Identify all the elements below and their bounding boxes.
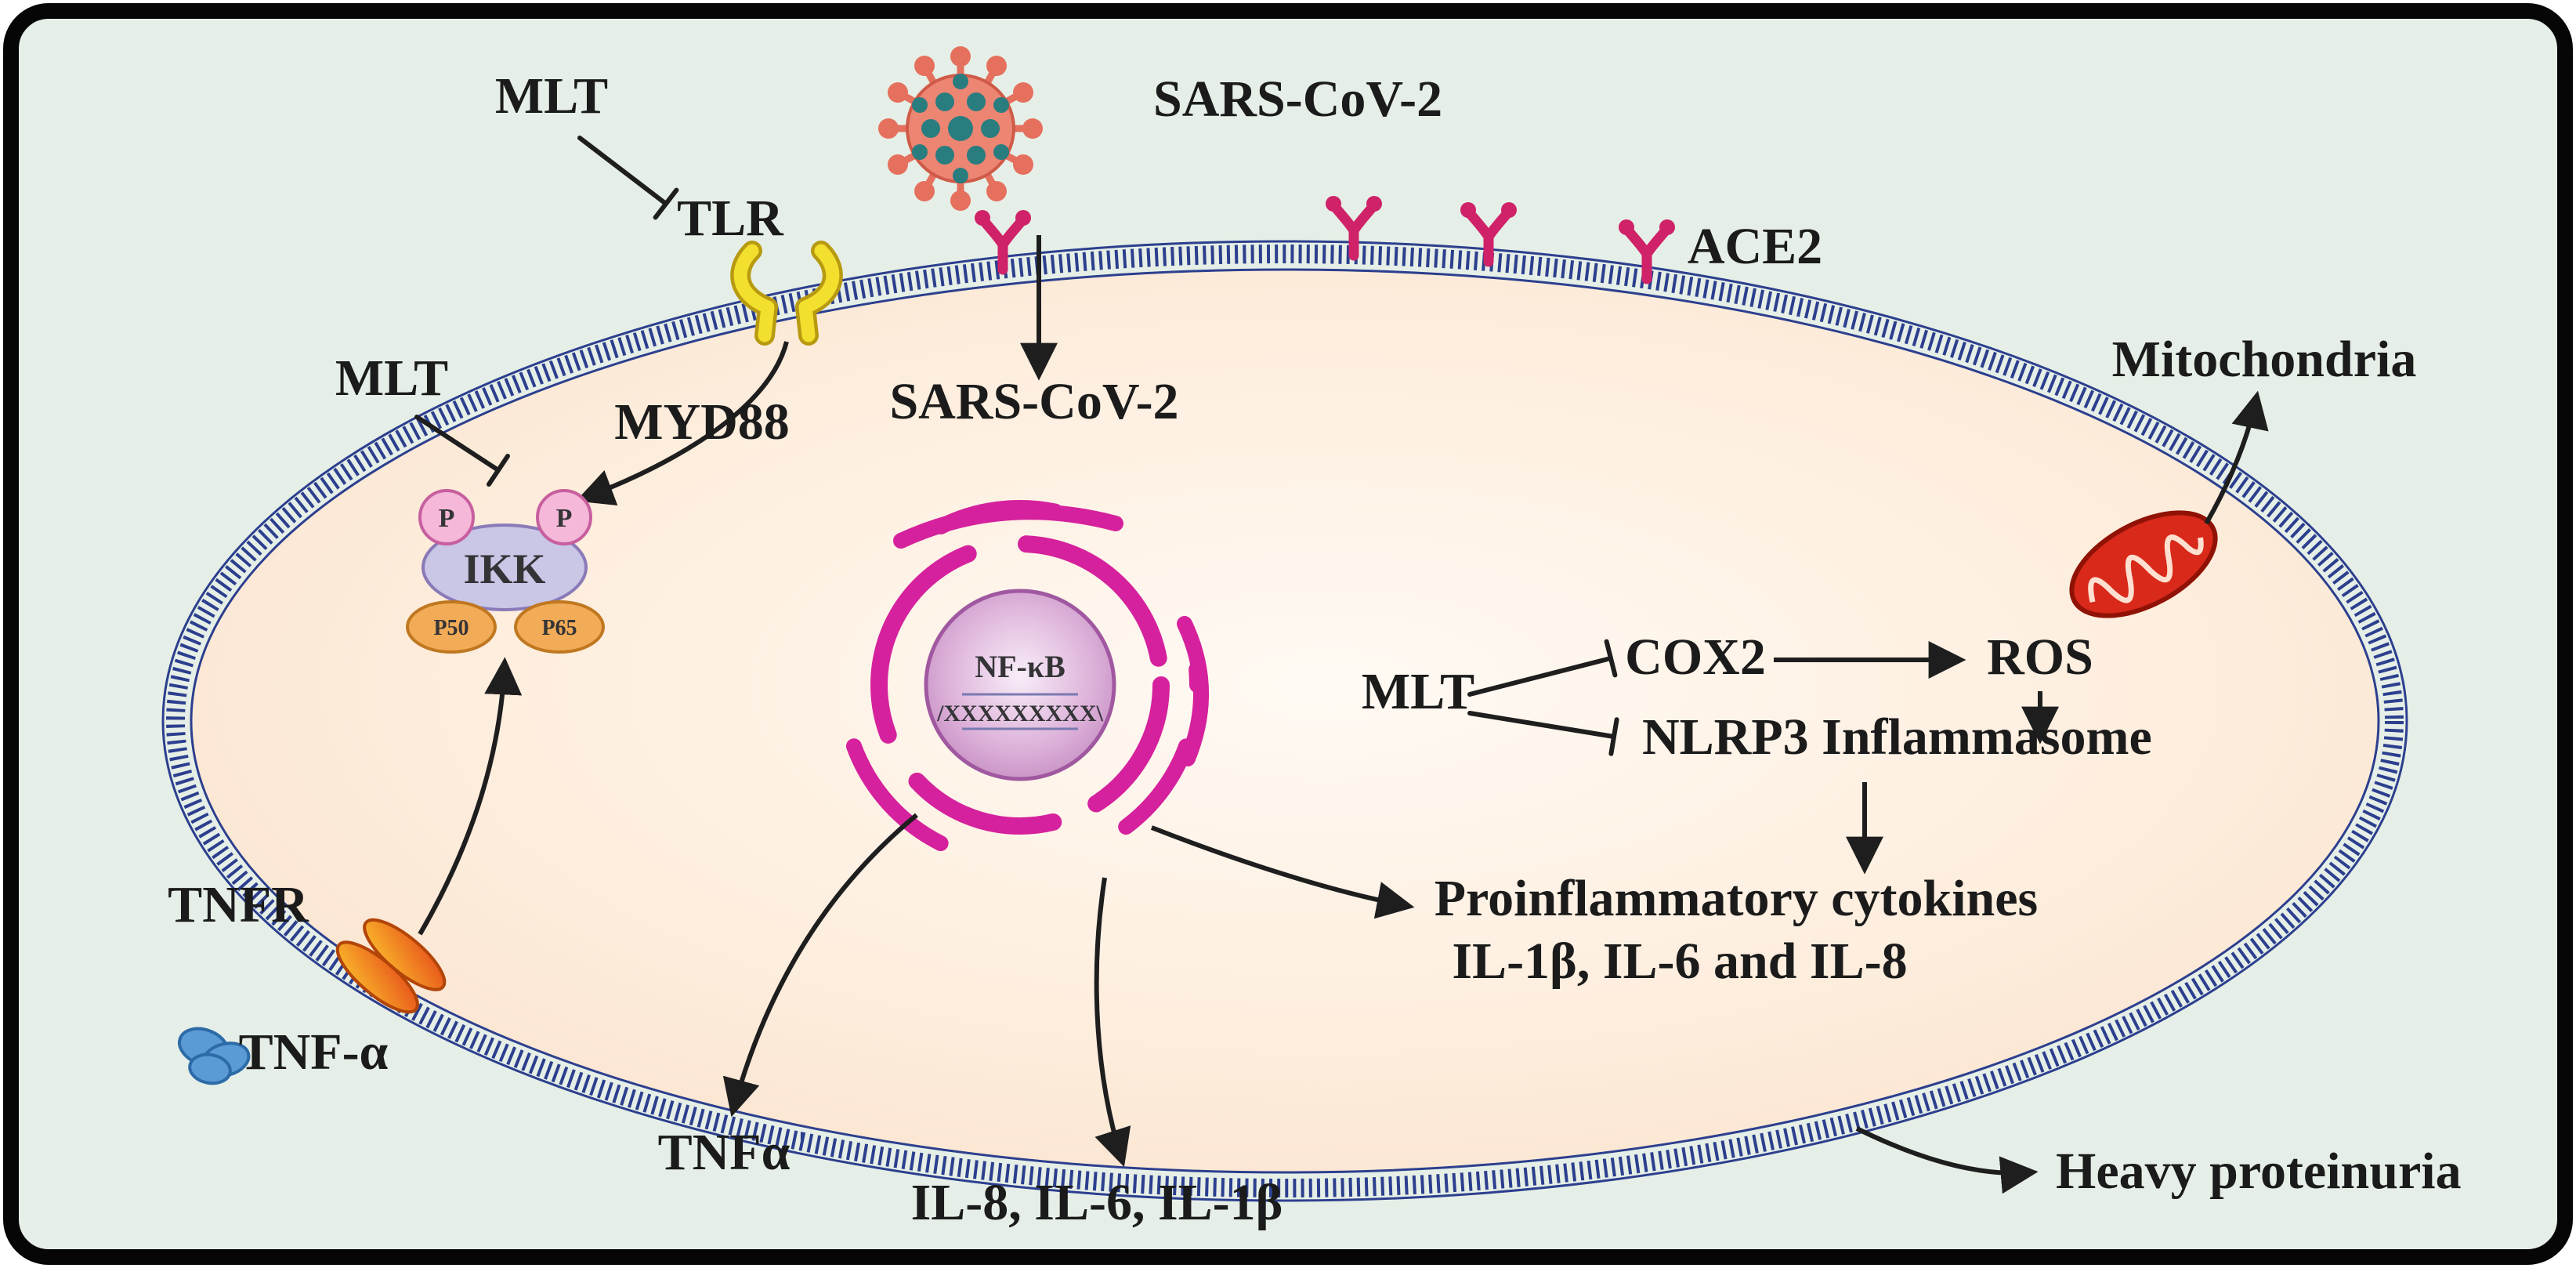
label-heavy-proteinuria: Heavy proteinuria [2056, 1143, 2462, 1200]
label-mlt-top: MLT [495, 67, 608, 125]
label-ikk: IKK [463, 545, 545, 592]
label-sars-cov-2-internalized: SARS-CoV-2 [889, 373, 1178, 430]
label-p-right: P [556, 504, 573, 533]
ikk-oval [421, 524, 588, 611]
label-tnfr: TNFR [168, 876, 309, 933]
arrow-heavy-proteinuria [1855, 1126, 2039, 1194]
label-nfkb: NF-κB [975, 649, 1065, 684]
inhibit-mlt-cox2 [1467, 639, 1618, 697]
label-sars-cov-2: SARS-CoV-2 [1153, 71, 1442, 128]
cell-membrane-outer [161, 240, 2408, 1202]
mitochondria-icon [2069, 510, 2218, 618]
er-arc-right [1177, 616, 1209, 766]
er-arc-top [893, 504, 1123, 549]
nucleus-icon: NF-κB /XXXXXXXXX\ [835, 500, 1209, 870]
cell-cytoplasm [190, 268, 2380, 1174]
inhibit-mlt-tlr [577, 136, 679, 220]
phospho-p-right [536, 489, 592, 545]
label-cox2: COX2 [1625, 629, 1766, 686]
inhibit-mlt-myd88 [414, 415, 510, 487]
cell [161, 240, 2408, 1202]
nucleus-body [924, 589, 1116, 781]
label-interleukins-secreted: IL-8, IL-6, IL-1β [911, 1174, 1283, 1231]
arrow-tlr-to-ikk [576, 341, 789, 505]
p50-subunit [406, 600, 497, 654]
label-tnfa-secreted: TNFα [658, 1124, 791, 1181]
sars-cov-2-virion-icon [878, 46, 1043, 211]
label-ros: ROS [1987, 629, 2093, 686]
label-interleukins: IL-1β, IL-6 and IL-8 [1452, 933, 1907, 990]
ikk-complex: P P IKK P50 P65 [406, 489, 605, 654]
label-tnf-alpha: TNF-α [239, 1023, 389, 1081]
label-p65: P65 [541, 616, 577, 640]
arrow-tnfr-ikk [418, 657, 523, 936]
label-myd88: MYD88 [614, 393, 790, 451]
cell-membrane [166, 245, 2404, 1197]
dna-strand: /XXXXXXXXX\ [936, 701, 1103, 726]
label-p50: P50 [433, 616, 469, 640]
label-mitochondria: Mitochondria [2112, 331, 2417, 388]
arrow-nucleus-cytokines [1150, 825, 1415, 919]
inhibit-mlt-nlrp3 [1467, 711, 1619, 756]
label-p-left: P [439, 504, 455, 533]
arrow-il-secretion [1094, 877, 1131, 1168]
phospho-p-left [418, 489, 475, 545]
label-mlt-myd88: MLT [335, 350, 448, 407]
er-ring-inner [870, 535, 1170, 835]
label-tlr: TLR [677, 190, 784, 247]
label-nlrp3: NLRP3 Inflammasome [1642, 708, 2152, 766]
label-mlt-cytosol: MLT [1362, 663, 1474, 720]
p65-subunit [514, 600, 605, 654]
tnfr-receptor-icon [335, 918, 447, 1014]
arrow-mitochondria [2204, 390, 2269, 525]
tnf-alpha-icon [178, 1027, 251, 1085]
tlr-receptor-icon [730, 241, 843, 346]
label-proinflammatory-cytokines: Proinflammatory cytokines [1435, 870, 2039, 927]
arrow-nucleus-tnfa [722, 813, 918, 1118]
label-ace2: ACE2 [1688, 218, 1822, 275]
